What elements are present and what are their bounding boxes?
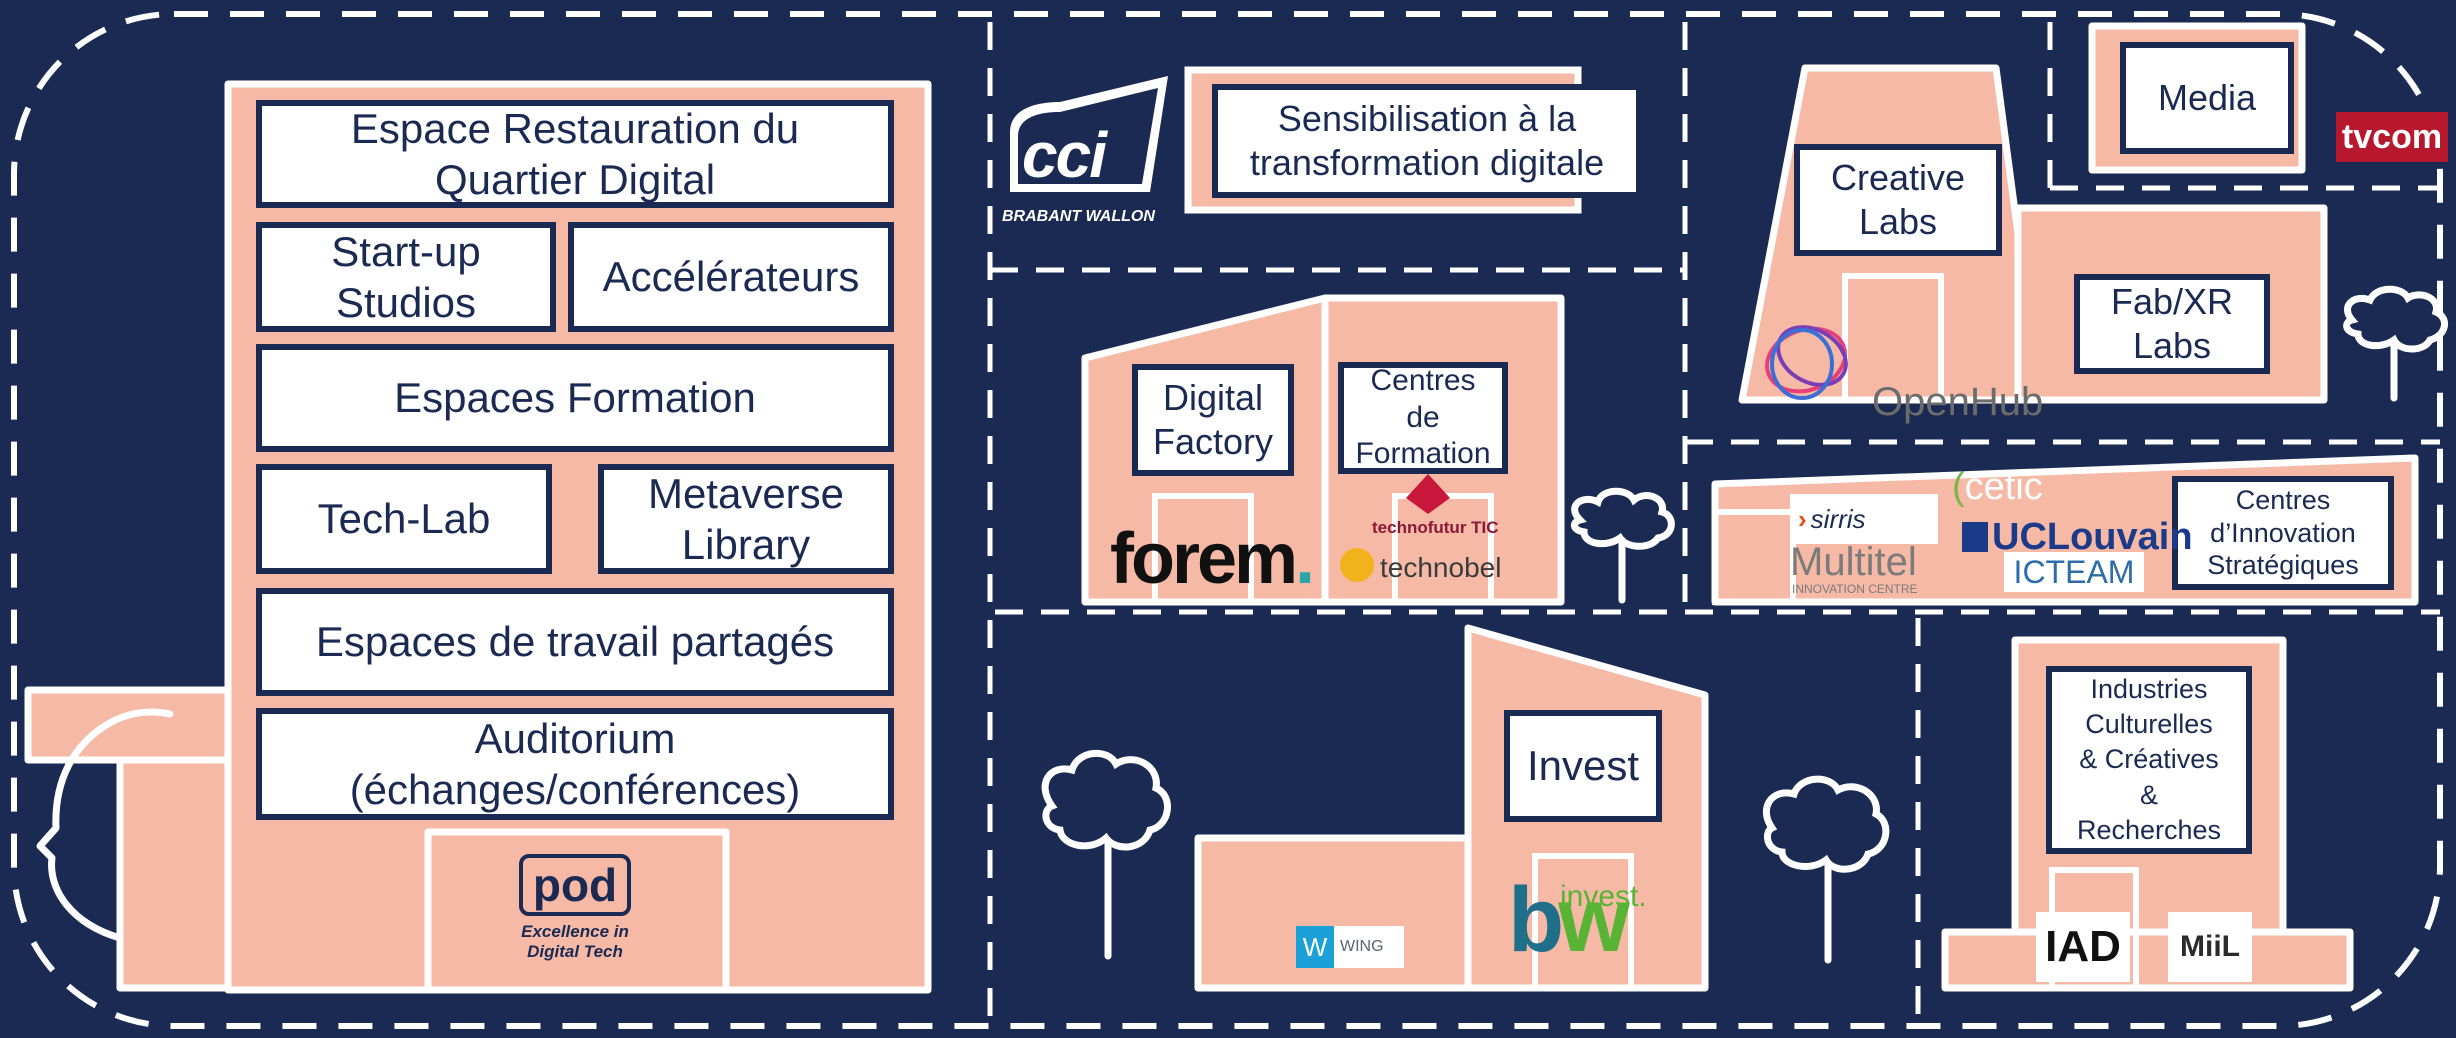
openhub-logo: OpenHub (1872, 380, 2044, 424)
key-icon (132, 804, 204, 984)
uclouvain-logo: UCLouvain (1992, 516, 2193, 558)
sirris-logo-text: sirris (1810, 503, 1866, 534)
creative-door (1842, 273, 1944, 403)
label-tech-lab: Tech-Lab (256, 464, 552, 574)
label-creative-labs: Creative Labs (1794, 144, 2002, 256)
forem-logo: forem. (1110, 518, 1315, 600)
label-startup-studios: Start-up Studios (256, 222, 556, 332)
zone-dividers (987, 22, 2440, 1030)
pod-tagline: Excellence in Digital Tech (521, 922, 629, 961)
tree-icon-factory (1571, 487, 1675, 604)
label-invest: Invest (1504, 710, 1662, 822)
label-digital-factory: Digital Factory (1132, 364, 1294, 476)
miil-logo: MiiL (2168, 912, 2252, 982)
cci-logo-text: cci (1022, 119, 1107, 191)
sirris-logo: › sirris (1790, 494, 1938, 544)
invest-logo-top: invest. (1560, 880, 1647, 913)
sirris-mark-icon: › (1798, 503, 1807, 534)
label-espaces-travail: Espaces de travail partagés (256, 588, 894, 696)
wing-w-icon: W (1296, 926, 1334, 968)
multitel-sub: INNOVATION CENTRE (1792, 582, 1918, 596)
innovation-door (1712, 509, 1796, 605)
label-centres-innovation: Centres d’Innovation Stratégiques (2172, 476, 2394, 590)
label-sensibilisation: Sensibilisation à la transformation digi… (1212, 84, 1642, 198)
forem-logo-text: forem (1110, 519, 1298, 599)
label-fabxr-labs: Fab/XR Labs (2074, 274, 2270, 374)
icteam-logo: ICTEAM (2004, 552, 2144, 592)
technofutur-icon (1400, 470, 1456, 518)
label-auditorium: Auditorium (échanges/conférences) (256, 708, 894, 820)
technobel-logo: technobel (1380, 552, 1502, 583)
wing-logo: W WING (1296, 926, 1404, 968)
tvcom-logo: tvcom (2336, 112, 2448, 162)
invest-door (1532, 853, 1634, 991)
pod-logo-text: pod (518, 854, 632, 916)
multitel-logo: Multitel (1790, 540, 1917, 584)
label-accelerateurs: Accélérateurs (568, 222, 894, 332)
label-metaverse-library: Metaverse Library (598, 464, 894, 574)
head-key-icon (36, 708, 174, 990)
cci-logo-shape (1010, 76, 1168, 192)
district-boundary (11, 11, 2443, 1029)
label-restauration: Espace Restauration du Quartier Digital (256, 100, 894, 208)
label-centres-formation: Centres de Formation (1338, 362, 1508, 474)
cetic-logo: (cetic (1952, 466, 2043, 508)
cci-logo-sub: BRABANT WALLON (1002, 208, 1155, 225)
cci-logo: cci BRABANT WALLON (1000, 72, 1172, 234)
uclouvain-shield-icon (1962, 522, 1988, 552)
openhub-rings-icon (1758, 312, 1868, 404)
tree-icon-invest-right (1763, 775, 1890, 964)
label-espaces-formation: Espaces Formation (256, 344, 894, 452)
wing-logo-text: WING (1340, 938, 1384, 955)
pod-logo: pod Excellence in Digital Tech (500, 854, 650, 972)
label-industries-culturelles: Industries Culturelles & Créatives & Rec… (2046, 666, 2252, 854)
label-media: Media (2120, 42, 2294, 154)
tree-icon-invest-left (1041, 749, 1171, 960)
factory-door-left (1152, 493, 1254, 605)
cetic-logo-text: cetic (1964, 466, 2043, 508)
invest-logo-main: bw (1508, 869, 1630, 971)
technofutur-logo: technofutur TIC (1372, 518, 1499, 537)
technobel-sun-icon (1340, 548, 1374, 582)
forem-logo-dot: . (1295, 519, 1315, 599)
iad-logo: IAD (2036, 912, 2130, 982)
tree-icon-creative (2343, 285, 2448, 402)
